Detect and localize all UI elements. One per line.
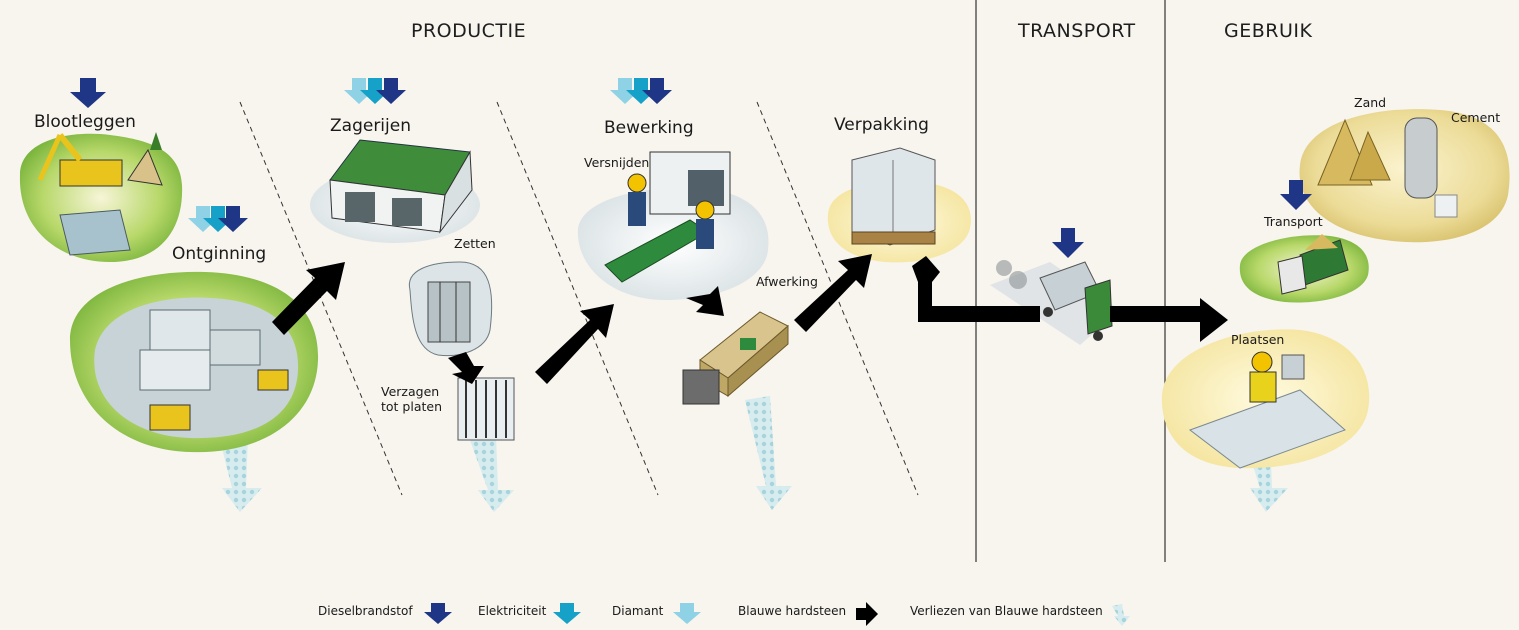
diamant-arrow-bewerking	[610, 78, 640, 104]
hardsteen-arrow-transport-out	[1110, 298, 1228, 342]
legend-hardsteen-icon	[856, 602, 878, 626]
label-transport: Transport	[1264, 214, 1323, 229]
zagerijen-illustration	[310, 139, 480, 243]
input-arrows	[70, 78, 1312, 258]
legend-verliezen-label: Verliezen van Blauwe hardsteen	[910, 604, 1103, 618]
section-transport: TRANSPORT	[1018, 20, 1136, 42]
loss-arrow-verzagen	[470, 436, 514, 512]
section-productie: PRODUCTIE	[411, 20, 527, 42]
afwerking-illustration	[682, 311, 789, 405]
elektriciteit-arrow-zagerijen	[360, 78, 390, 104]
legend-hardsteen: Blauwe hardsteen	[738, 600, 854, 622]
hardsteen-arrow-2	[535, 304, 614, 384]
legend-hardsteen-label: Blauwe hardsteen	[738, 604, 847, 618]
label-zetten: Zetten	[454, 236, 496, 251]
legend-verliezen: Verliezen van Blauwe hardsteen	[910, 600, 1111, 622]
section-dividers	[975, 0, 1166, 562]
hardsteen-arrows	[272, 254, 1228, 384]
label-bewerking: Bewerking	[604, 118, 694, 138]
elektriciteit-arrow-ontginning	[203, 206, 233, 232]
elektriciteit-arrow-bewerking	[626, 78, 656, 104]
section-gebruik: GEBRUIK	[1224, 20, 1313, 42]
legend-diesel-icon	[424, 603, 452, 624]
diesel-arrow-blootleggen	[70, 78, 106, 108]
legend-elektriciteit: Elektriciteit	[478, 600, 554, 622]
diesel-arrow-transport	[1052, 228, 1084, 258]
legend-symbols	[424, 602, 1130, 626]
hardsteen-arrow-3	[794, 254, 872, 332]
label-verzagen-line2: tot platen	[381, 399, 443, 414]
diesel-arrow-zagerijen	[376, 78, 406, 104]
label-verzagen-line1: Verzagen	[381, 384, 440, 399]
legend-elektriciteit-label: Elektriciteit	[478, 604, 547, 618]
blootleggen-illustration	[19, 132, 183, 262]
legend-verliezen-icon	[1112, 604, 1130, 626]
diesel-arrow-gebruik-transport	[1280, 180, 1312, 210]
versnijden-illustration	[577, 151, 769, 300]
loss-arrow-afwerking	[745, 396, 792, 510]
label-verpakking: Verpakking	[834, 115, 929, 135]
label-plaatsen: Plaatsen	[1231, 332, 1285, 347]
hardsteen-arrow-afwerking	[686, 286, 724, 316]
diesel-arrow-ontginning	[218, 206, 248, 232]
hardsteen-arrow-transport-in	[912, 256, 1040, 322]
loss-arrows	[220, 396, 1288, 512]
legend-diamant-label: Diamant	[612, 604, 664, 618]
legend-diamant-icon	[673, 603, 701, 624]
legend-diamant: Diamant	[612, 600, 671, 622]
label-blootleggen: Blootleggen	[34, 112, 136, 132]
gebruik-transport-illustration	[1239, 234, 1369, 303]
legend-diesel: Dieselbrandstof	[318, 600, 421, 622]
label-cement: Cement	[1451, 110, 1501, 125]
zand-cement-illustration	[1299, 109, 1510, 243]
zetten-illustration	[408, 261, 493, 357]
label-zand: Zand	[1354, 95, 1387, 110]
label-zagerijen: Zagerijen	[330, 116, 411, 136]
label-versnijden: Versnijden	[584, 155, 650, 170]
plaatsen-illustration	[1161, 329, 1370, 469]
legend-elektriciteit-icon	[553, 603, 581, 624]
diesel-arrow-bewerking	[642, 78, 672, 104]
diamant-arrow-zagerijen	[344, 78, 374, 104]
hardsteen-arrow-1	[272, 262, 345, 335]
ontginning-illustration	[70, 271, 319, 453]
loss-arrow-ontginning	[220, 436, 262, 512]
transport-truck-illustration	[990, 260, 1120, 345]
diamant-arrow-ontginning	[188, 206, 218, 232]
label-ontginning: Ontginning	[172, 244, 267, 264]
stage-separators	[239, 101, 919, 496]
verpakking-illustration	[827, 147, 971, 263]
legend-diesel-label: Dieselbrandstof	[318, 604, 413, 618]
label-afwerking: Afwerking	[756, 274, 818, 289]
verzagen-illustration	[457, 377, 515, 441]
hardsteen-arrow-verzagen	[448, 352, 484, 384]
